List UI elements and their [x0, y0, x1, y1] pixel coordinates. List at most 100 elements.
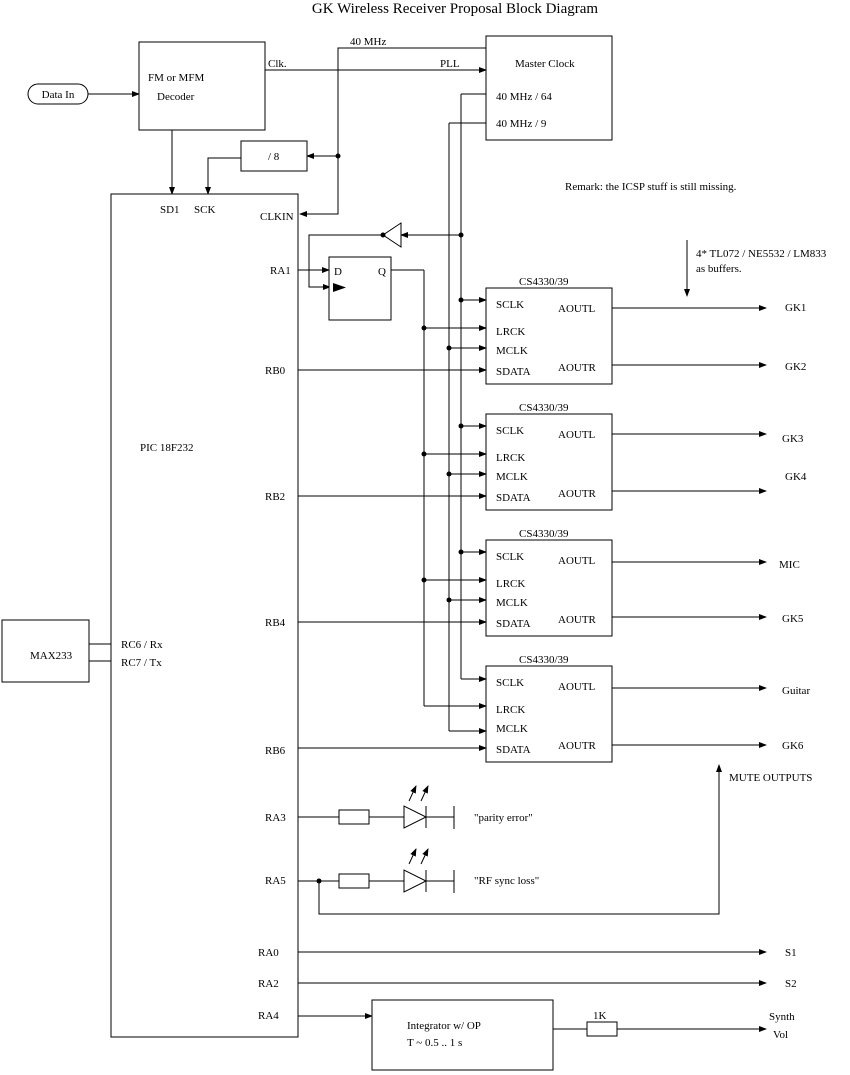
dac-lrck: LRCK	[496, 326, 525, 338]
decoder-label-1: FM or MFM	[148, 72, 204, 84]
output-gk3: GK3	[782, 433, 804, 445]
resistor-label: 1K	[593, 1010, 607, 1022]
divider-box	[240, 140, 308, 172]
dac-aoutr: AOUTR	[558, 740, 597, 752]
decoder-box	[138, 41, 266, 131]
buffer-triangle	[382, 222, 402, 248]
junction-dot	[458, 549, 464, 555]
output-gk5: GK5	[782, 613, 804, 625]
dac-sclk: SCLK	[496, 551, 524, 563]
dac-aoutl: AOUTL	[558, 429, 596, 441]
dac-sdata: SDATA	[496, 618, 531, 630]
master-clock-out1: 40 MHz / 64	[496, 91, 552, 103]
led2-label: "RF sync loss"	[474, 875, 539, 887]
master-clock-out2: 40 MHz / 9	[496, 118, 547, 130]
dac-aoutr: AOUTR	[558, 362, 597, 374]
junction-dot	[446, 471, 452, 477]
pin-ra3: RA3	[265, 812, 286, 824]
led1-ray	[420, 785, 429, 802]
pin-rb0: RB0	[265, 365, 286, 377]
junction-dot	[458, 423, 464, 429]
dac-lrck: LRCK	[496, 452, 525, 464]
synth-label: Synth	[769, 1011, 795, 1023]
divider-label: / 8	[268, 151, 280, 163]
led1-diode	[403, 805, 428, 829]
freq-40mhz-label: 40 MHz	[350, 36, 386, 48]
dac-3: CS4330/39 SCLK LRCK MCLK SDATA AOUTL AOU…	[485, 528, 613, 637]
decoder-label-2: Decoder	[157, 91, 195, 103]
led2-resistor	[338, 873, 370, 889]
output-gk2: GK2	[785, 361, 806, 373]
junction-dot	[458, 232, 464, 238]
remark-text: Remark: the ICSP stuff is still missing.	[565, 181, 737, 193]
div8-output-wire	[205, 157, 241, 195]
mute-wire	[318, 764, 722, 915]
pin-ra1: RA1	[270, 265, 291, 277]
junction-dot	[316, 878, 322, 884]
led2-ray	[420, 848, 429, 865]
clk-label: Clk.	[268, 58, 287, 70]
pin-rc7: RC7 / Tx	[121, 657, 162, 669]
master-clock-title: Master Clock	[515, 58, 575, 70]
dac-name: CS4330/39	[519, 654, 569, 666]
dac-sclk: SCLK	[496, 677, 524, 689]
junction-dot	[446, 345, 452, 351]
pic-sck-label: SCK	[194, 204, 215, 216]
ff-d-label: D	[334, 266, 342, 278]
output-s2: S2	[785, 978, 797, 990]
dac-name: CS4330/39	[519, 528, 569, 540]
dac-sclk: SCLK	[496, 425, 524, 437]
ff-clock-mark	[333, 283, 346, 292]
pic-sdi-label: SD1	[160, 204, 180, 216]
dac-mclk: MCLK	[496, 723, 528, 735]
dac-mclk: MCLK	[496, 597, 528, 609]
dac-4: CS4330/39 SCLK LRCK MCLK SDATA AOUTL AOU…	[485, 654, 613, 763]
pic-box	[110, 193, 299, 1038]
pin-ra2: RA2	[258, 978, 279, 990]
pin-ra4: RA4	[258, 1010, 279, 1022]
junction-dot	[380, 232, 386, 238]
pin-rb6: RB6	[265, 745, 286, 757]
dac-sdata: SDATA	[496, 744, 531, 756]
dac-mclk: MCLK	[496, 471, 528, 483]
pin-ra0: RA0	[258, 947, 279, 959]
diagram-title: GK Wireless Receiver Proposal Block Diag…	[312, 1, 598, 17]
junction-dot	[458, 297, 464, 303]
dac-1: CS4330/39 SCLK LRCK MCLK SDATA AOUTL AOU…	[485, 276, 613, 385]
integrator-label-1: Integrator w/ OP	[407, 1020, 481, 1032]
output-gk4: GK4	[785, 471, 807, 483]
mute-label: MUTE OUTPUTS	[729, 772, 812, 784]
pin-rc6: RC6 / Rx	[121, 639, 163, 651]
integrator-label-2: T ~ 0.5 .. 1 s	[407, 1037, 462, 1049]
ff-q-label: Q	[378, 266, 386, 278]
dac-mclk: MCLK	[496, 345, 528, 357]
pin-ra5: RA5	[265, 875, 286, 887]
dac-name: CS4330/39	[519, 402, 569, 414]
buffer-out-wire	[308, 234, 383, 290]
dac-aoutl: AOUTL	[558, 555, 596, 567]
junction-dot	[421, 451, 427, 457]
junction-dot	[335, 153, 341, 159]
buffer-note-1: 4* TL072 / NE5532 / LM833	[696, 248, 827, 260]
dac-aoutl: AOUTL	[558, 303, 596, 315]
dac-aoutr: AOUTR	[558, 614, 597, 626]
master-clock-box	[485, 35, 613, 141]
pic-clkin-label: CLKIN	[260, 211, 294, 223]
pin-rb4: RB4	[265, 617, 286, 629]
dac-sdata: SDATA	[496, 492, 531, 504]
output-guitar: Guitar	[782, 685, 810, 697]
dac-name: CS4330/39	[519, 276, 569, 288]
output-resistor	[586, 1021, 618, 1037]
dac-sdata: SDATA	[496, 366, 531, 378]
output-gk6: GK6	[782, 740, 804, 752]
pll-label: PLL	[440, 58, 460, 70]
max233-label: MAX233	[30, 650, 73, 662]
dac-aoutl: AOUTL	[558, 681, 596, 693]
vol-label: Vol	[773, 1029, 788, 1041]
junction-dot	[421, 325, 427, 331]
dac-lrck: LRCK	[496, 704, 525, 716]
dac-aoutr: AOUTR	[558, 488, 597, 500]
junction-dot	[446, 597, 452, 603]
led2-ray	[408, 848, 417, 865]
